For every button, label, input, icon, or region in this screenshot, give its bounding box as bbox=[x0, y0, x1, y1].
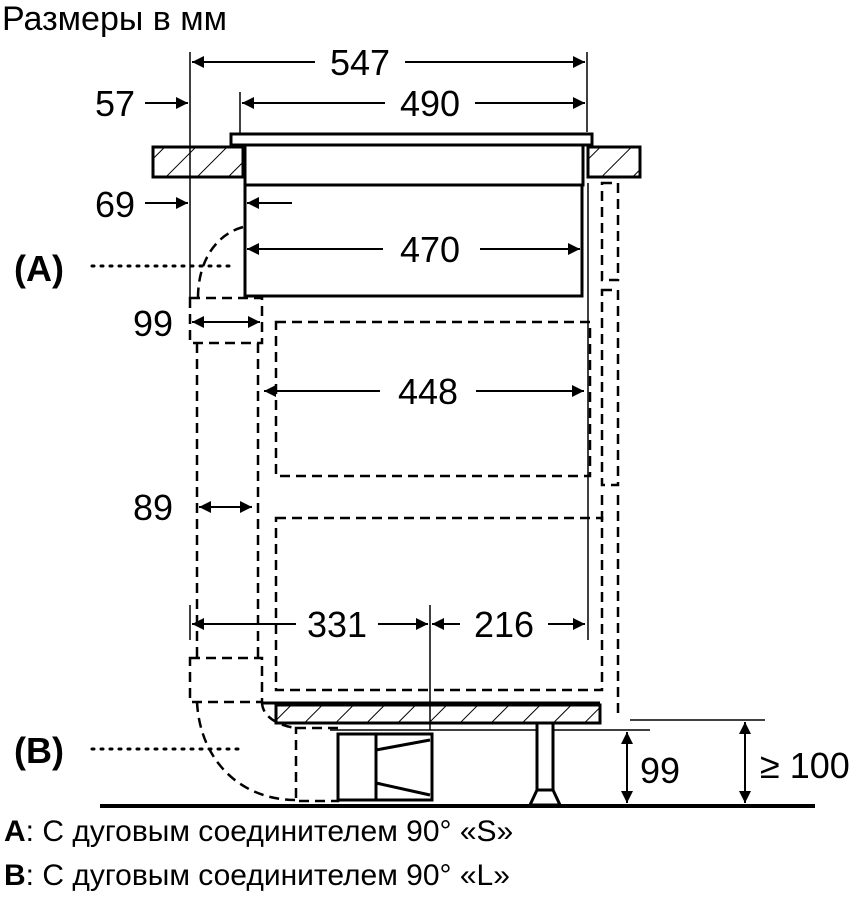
duct-box-top bbox=[188, 296, 264, 345]
dim-69: 69 bbox=[95, 184, 135, 225]
legend-key: B bbox=[4, 859, 26, 892]
dim-99-duct: 99 bbox=[133, 303, 173, 344]
legend-item-a: A: С дуговым соединителем 90° «S» bbox=[4, 817, 513, 847]
callout-b: (B) bbox=[14, 730, 64, 771]
glass-plate bbox=[229, 132, 594, 147]
diagram-title: Размеры в мм bbox=[2, 0, 228, 38]
dim-448: 448 bbox=[398, 371, 458, 412]
dimension-arrows bbox=[145, 56, 751, 803]
dim-57: 57 bbox=[95, 83, 135, 124]
duct-arc-s bbox=[196, 225, 244, 299]
cooktop bbox=[151, 132, 642, 298]
side-panel bbox=[600, 181, 620, 282]
plinth-vent bbox=[336, 732, 434, 802]
worktop-left bbox=[151, 145, 245, 179]
duct-box-bottom bbox=[188, 656, 264, 704]
callout-a: (A) bbox=[14, 248, 64, 289]
dim-490: 490 bbox=[400, 83, 460, 124]
legend-key: A bbox=[4, 815, 26, 848]
side-panel bbox=[600, 288, 620, 487]
bottom-board bbox=[274, 703, 602, 725]
extension-lines bbox=[189, 52, 765, 731]
dim-547: 547 bbox=[330, 42, 390, 83]
dashed-elements bbox=[188, 181, 620, 803]
duct-connector bbox=[294, 726, 340, 803]
dim-470: 470 bbox=[400, 229, 460, 270]
legend-text: : С дуговым соединителем 90° «S» bbox=[25, 815, 514, 848]
legend-text: : С дуговым соединителем 90° «L» bbox=[25, 859, 510, 892]
drawer-lower bbox=[274, 516, 604, 692]
legend-item-b: B: С дуговым соединителем 90° «L» bbox=[4, 861, 510, 891]
dim-216: 216 bbox=[474, 604, 534, 645]
foot bbox=[535, 721, 555, 792]
cooktop-frame bbox=[243, 143, 585, 187]
cooktop-body bbox=[243, 183, 584, 298]
dim-min-100: ≥ 100 bbox=[760, 745, 850, 786]
duct-arc-l bbox=[195, 701, 297, 802]
drawer-upper bbox=[274, 320, 592, 478]
worktop-right bbox=[586, 145, 642, 179]
dim-331: 331 bbox=[307, 604, 367, 645]
dim-99-height: 99 bbox=[640, 750, 680, 791]
dim-89: 89 bbox=[133, 487, 173, 528]
